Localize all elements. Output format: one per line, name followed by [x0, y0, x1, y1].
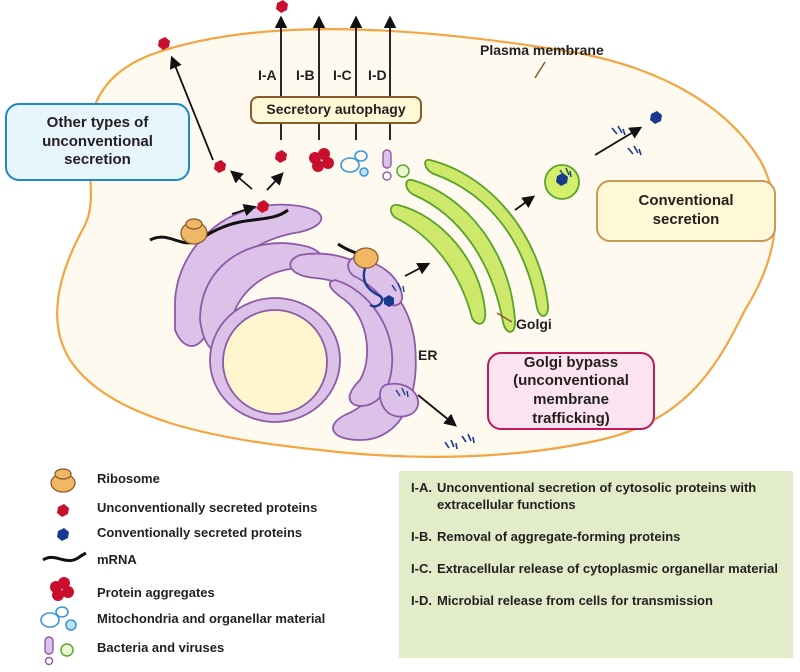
path-label-ic: I-C	[333, 67, 352, 83]
path-label-ib: I-B	[296, 67, 315, 83]
note-text: Extracellular release of cytoplasmic org…	[436, 561, 779, 576]
plasma-membrane-pointer	[534, 61, 546, 79]
other-types-box: Other types of unconventional secretion	[5, 103, 190, 181]
secretion-cargo-protein	[275, 150, 287, 163]
legend-label-unconventional: Unconventionally secreted proteins	[97, 500, 318, 515]
cytosolic-ribosome	[149, 208, 289, 245]
note-key: I-C.	[411, 561, 432, 576]
secretion-cargo-protein	[214, 160, 226, 173]
golgi-pointer	[496, 312, 513, 323]
note-ia: I-A. Unconventional secretion of cytosol…	[411, 479, 787, 513]
mitochondria-icon	[40, 606, 77, 631]
secretory-autophagy-box: Secretory autophagy	[250, 96, 422, 124]
note-text: Unconventional secretion of cytosolic pr…	[436, 480, 757, 512]
secretion-cargo-protein	[257, 200, 269, 213]
legend-icons	[40, 468, 87, 666]
legend-label-bacteria: Bacteria and viruses	[97, 640, 225, 655]
secretory-vesicle	[544, 164, 580, 200]
cargo-protein-aggregate	[309, 148, 334, 172]
note-ib: I-B. Removal of aggregate-forming protei…	[411, 528, 787, 545]
conventional-protein-icon	[57, 528, 69, 541]
protein-aggregate-icon	[50, 577, 74, 601]
note-key: I-B.	[411, 529, 432, 544]
bacteria-virus-icon	[44, 636, 74, 666]
secreted-conventional-protein	[650, 111, 662, 124]
conventional-secretion-box: Conventional secretion	[596, 180, 776, 242]
er-bound-ribosome	[337, 242, 409, 398]
unconventional-protein-icon	[57, 504, 69, 517]
pathway-notes-panel: I-A. Unconventional secretion of cytosol…	[399, 471, 793, 658]
cargo-bacteria-virus	[382, 149, 410, 181]
nucleus	[222, 309, 328, 415]
secretion-cargo-protein	[158, 37, 170, 50]
secretion-cargo-protein	[276, 0, 288, 13]
path-label-ia: I-A	[258, 67, 277, 83]
legend-label-aggregates: Protein aggregates	[97, 585, 215, 600]
mrna-icon	[42, 551, 87, 563]
golgi-bypass-box: Golgi bypass (unconventional membrane tr…	[487, 352, 655, 430]
ribosome-icon	[50, 468, 76, 493]
golgi-label: Golgi	[516, 316, 552, 332]
note-key: I-D.	[411, 593, 432, 608]
note-text: Microbial release from cells for transmi…	[436, 593, 713, 608]
plasma-membrane-label: Plasma membrane	[480, 42, 604, 58]
note-id: I-D. Microbial release from cells for tr…	[411, 592, 787, 609]
legend-label-mitochondria: Mitochondria and organellar material	[97, 611, 326, 626]
er-label: ER	[418, 347, 437, 363]
plasma-membrane	[56, 28, 777, 458]
membrane-proteins	[444, 125, 642, 450]
note-text: Removal of aggregate-forming proteins	[436, 529, 681, 544]
legend-label-mrna: mRNA	[97, 552, 137, 567]
golgi-apparatus	[390, 158, 549, 333]
note-key: I-A.	[411, 480, 432, 495]
path-label-id: I-D	[368, 67, 387, 83]
cargo-mitochondria	[340, 150, 369, 177]
note-ic: I-C. Extracellular release of cytoplasmi…	[411, 560, 787, 577]
legend-label-ribosome: Ribosome	[97, 471, 160, 486]
legend-label-conventional: Conventionally secreted proteins	[97, 525, 303, 540]
